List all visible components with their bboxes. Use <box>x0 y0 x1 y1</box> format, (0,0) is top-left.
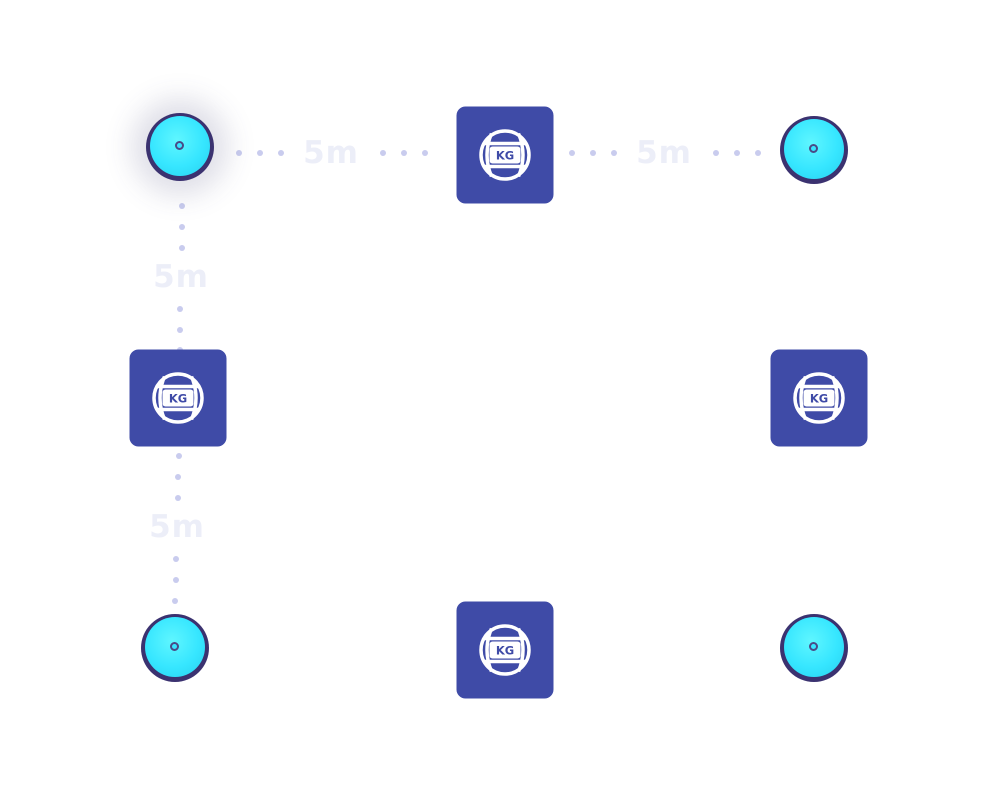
kg-globe-icon: KG <box>479 624 531 676</box>
kg-device-middle-left: KG <box>129 349 227 447</box>
kg-globe-icon: KG <box>152 372 204 424</box>
device-label: KG <box>169 392 187 406</box>
kg-device-middle-right: KG <box>770 349 868 447</box>
sensor-node-icon <box>809 144 818 153</box>
sensor-node-bottom-left <box>141 614 209 682</box>
device-label: KG <box>496 149 514 163</box>
sensor-node-top-right <box>780 116 848 184</box>
kg-device-bottom-center: KG <box>456 601 554 699</box>
kg-globe-icon: KG <box>479 129 531 181</box>
device-label: KG <box>496 644 514 658</box>
distance-label-left-upper: 5m <box>153 259 209 295</box>
sensor-node-top-left <box>146 113 214 181</box>
sensor-node-bottom-right <box>780 614 848 682</box>
kg-globe-icon: KG <box>793 372 845 424</box>
kg-device-top-center: KG <box>456 106 554 204</box>
distance-label-top-left: 5m <box>303 135 359 171</box>
sensor-node-icon <box>175 141 184 150</box>
distance-label-left-lower: 5m <box>149 509 205 545</box>
sensor-node-icon <box>809 642 818 651</box>
sensor-node-icon <box>170 642 179 651</box>
device-label: KG <box>810 392 828 406</box>
distance-label-top-right: 5m <box>636 135 692 171</box>
